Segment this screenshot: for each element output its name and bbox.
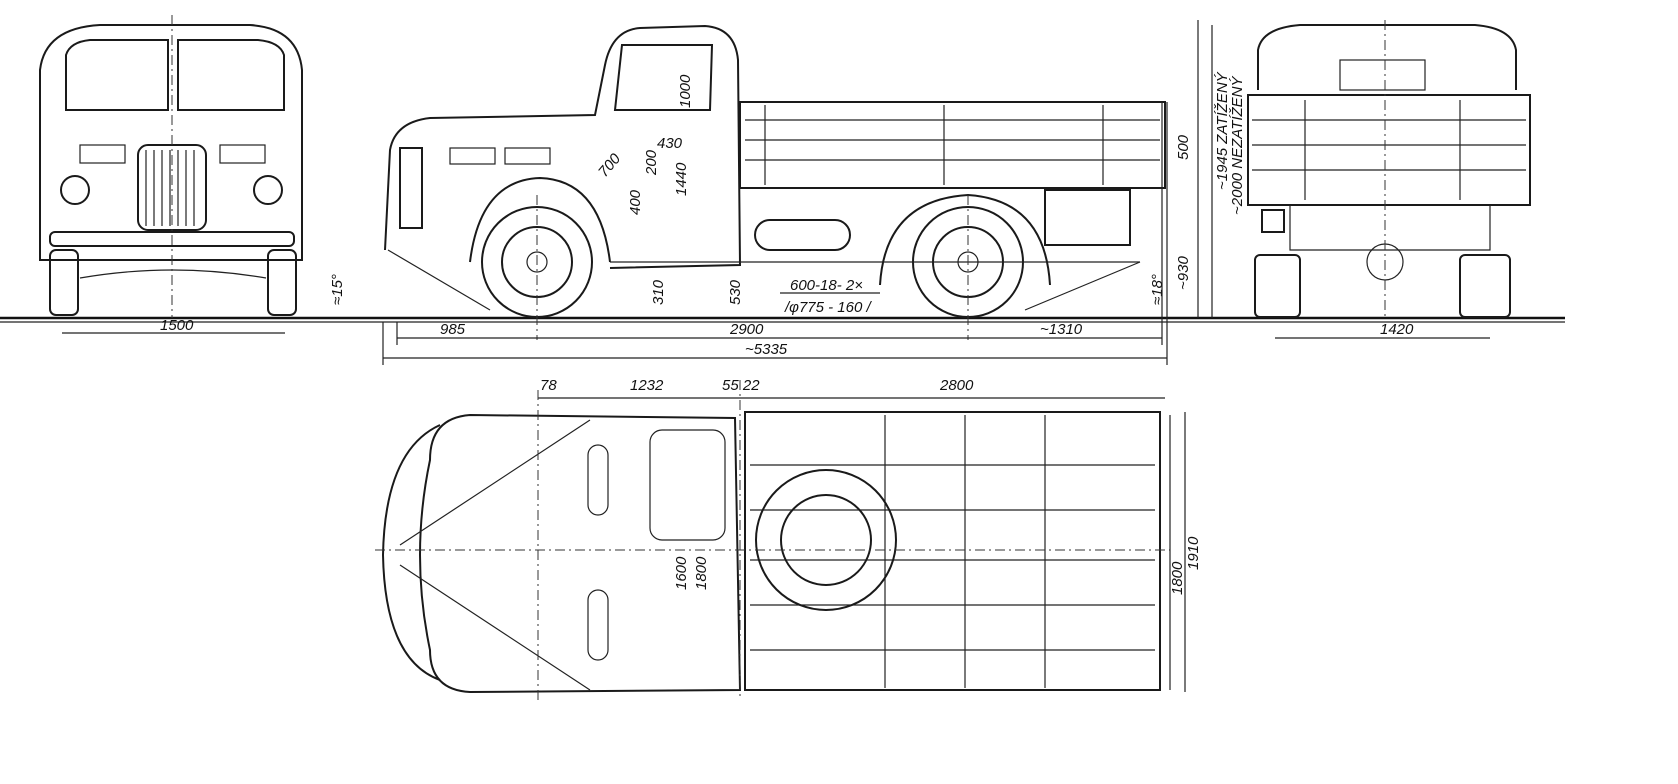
sideboard-height-label: 500 bbox=[1175, 134, 1192, 160]
front-angle-label: ≈15° bbox=[329, 274, 346, 305]
platform-height-label: ~930 bbox=[1175, 256, 1192, 290]
overall-height: ~1945 ZATÍŽENÝ ~2000 NEZATÍŽENÝ bbox=[1197, 20, 1246, 318]
top-dim-1232-label: 1232 bbox=[630, 377, 664, 394]
cab-width-1800-label: 1800 bbox=[693, 556, 710, 590]
dim-700-label: 700 bbox=[595, 150, 625, 181]
wheelbase-label: 2900 bbox=[729, 321, 764, 338]
rear-track-label: 1420 bbox=[1380, 321, 1414, 338]
top-dim-55-22-label: 55 22 bbox=[722, 377, 760, 394]
cab-width-1600-label: 1600 bbox=[673, 556, 690, 590]
cab-height-label: 1000 bbox=[677, 74, 694, 108]
front-width-label: 1500 bbox=[160, 317, 194, 334]
tyre-size-label: 600-18- 2× bbox=[790, 277, 863, 294]
height-loaded-label: ~1945 ZATÍŽENÝ bbox=[1214, 71, 1231, 190]
dim-200-label: 200 bbox=[643, 149, 660, 176]
top-view: 78 1232 55 22 2800 1600 1800 1800 1910 bbox=[375, 377, 1202, 700]
bed-outer-width-label: 1910 bbox=[1185, 536, 1202, 570]
front-view: 1500 ≈15° bbox=[39, 15, 346, 334]
front-overhang-label: 985 bbox=[440, 321, 466, 338]
overall-length-label: ~5335 bbox=[745, 341, 788, 358]
dim-400-label: 400 bbox=[627, 189, 644, 215]
departure-angle-label: ≈18° bbox=[1149, 274, 1166, 305]
rear-view: 1420 bbox=[1247, 20, 1531, 339]
tyre-dims-label: /φ775 - 160 / bbox=[784, 299, 873, 316]
dim-1440-label: 1440 bbox=[673, 162, 690, 196]
height-unloaded-label: ~2000 NEZATÍŽENÝ bbox=[1229, 75, 1246, 215]
bed-inner-width-label: 1800 bbox=[1169, 561, 1186, 595]
rear-overhang-label: ~1310 bbox=[1040, 321, 1083, 338]
clearance-310-label: 310 bbox=[650, 279, 667, 305]
bed-length-label: 2800 bbox=[939, 377, 974, 394]
top-dim-78-label: 78 bbox=[540, 377, 557, 394]
dim-430-label: 430 bbox=[657, 135, 683, 152]
side-view: 1000 430 200 700 1440 400 500 ~930 310 5… bbox=[382, 24, 1192, 365]
clearance-530-label: 530 bbox=[727, 279, 744, 305]
